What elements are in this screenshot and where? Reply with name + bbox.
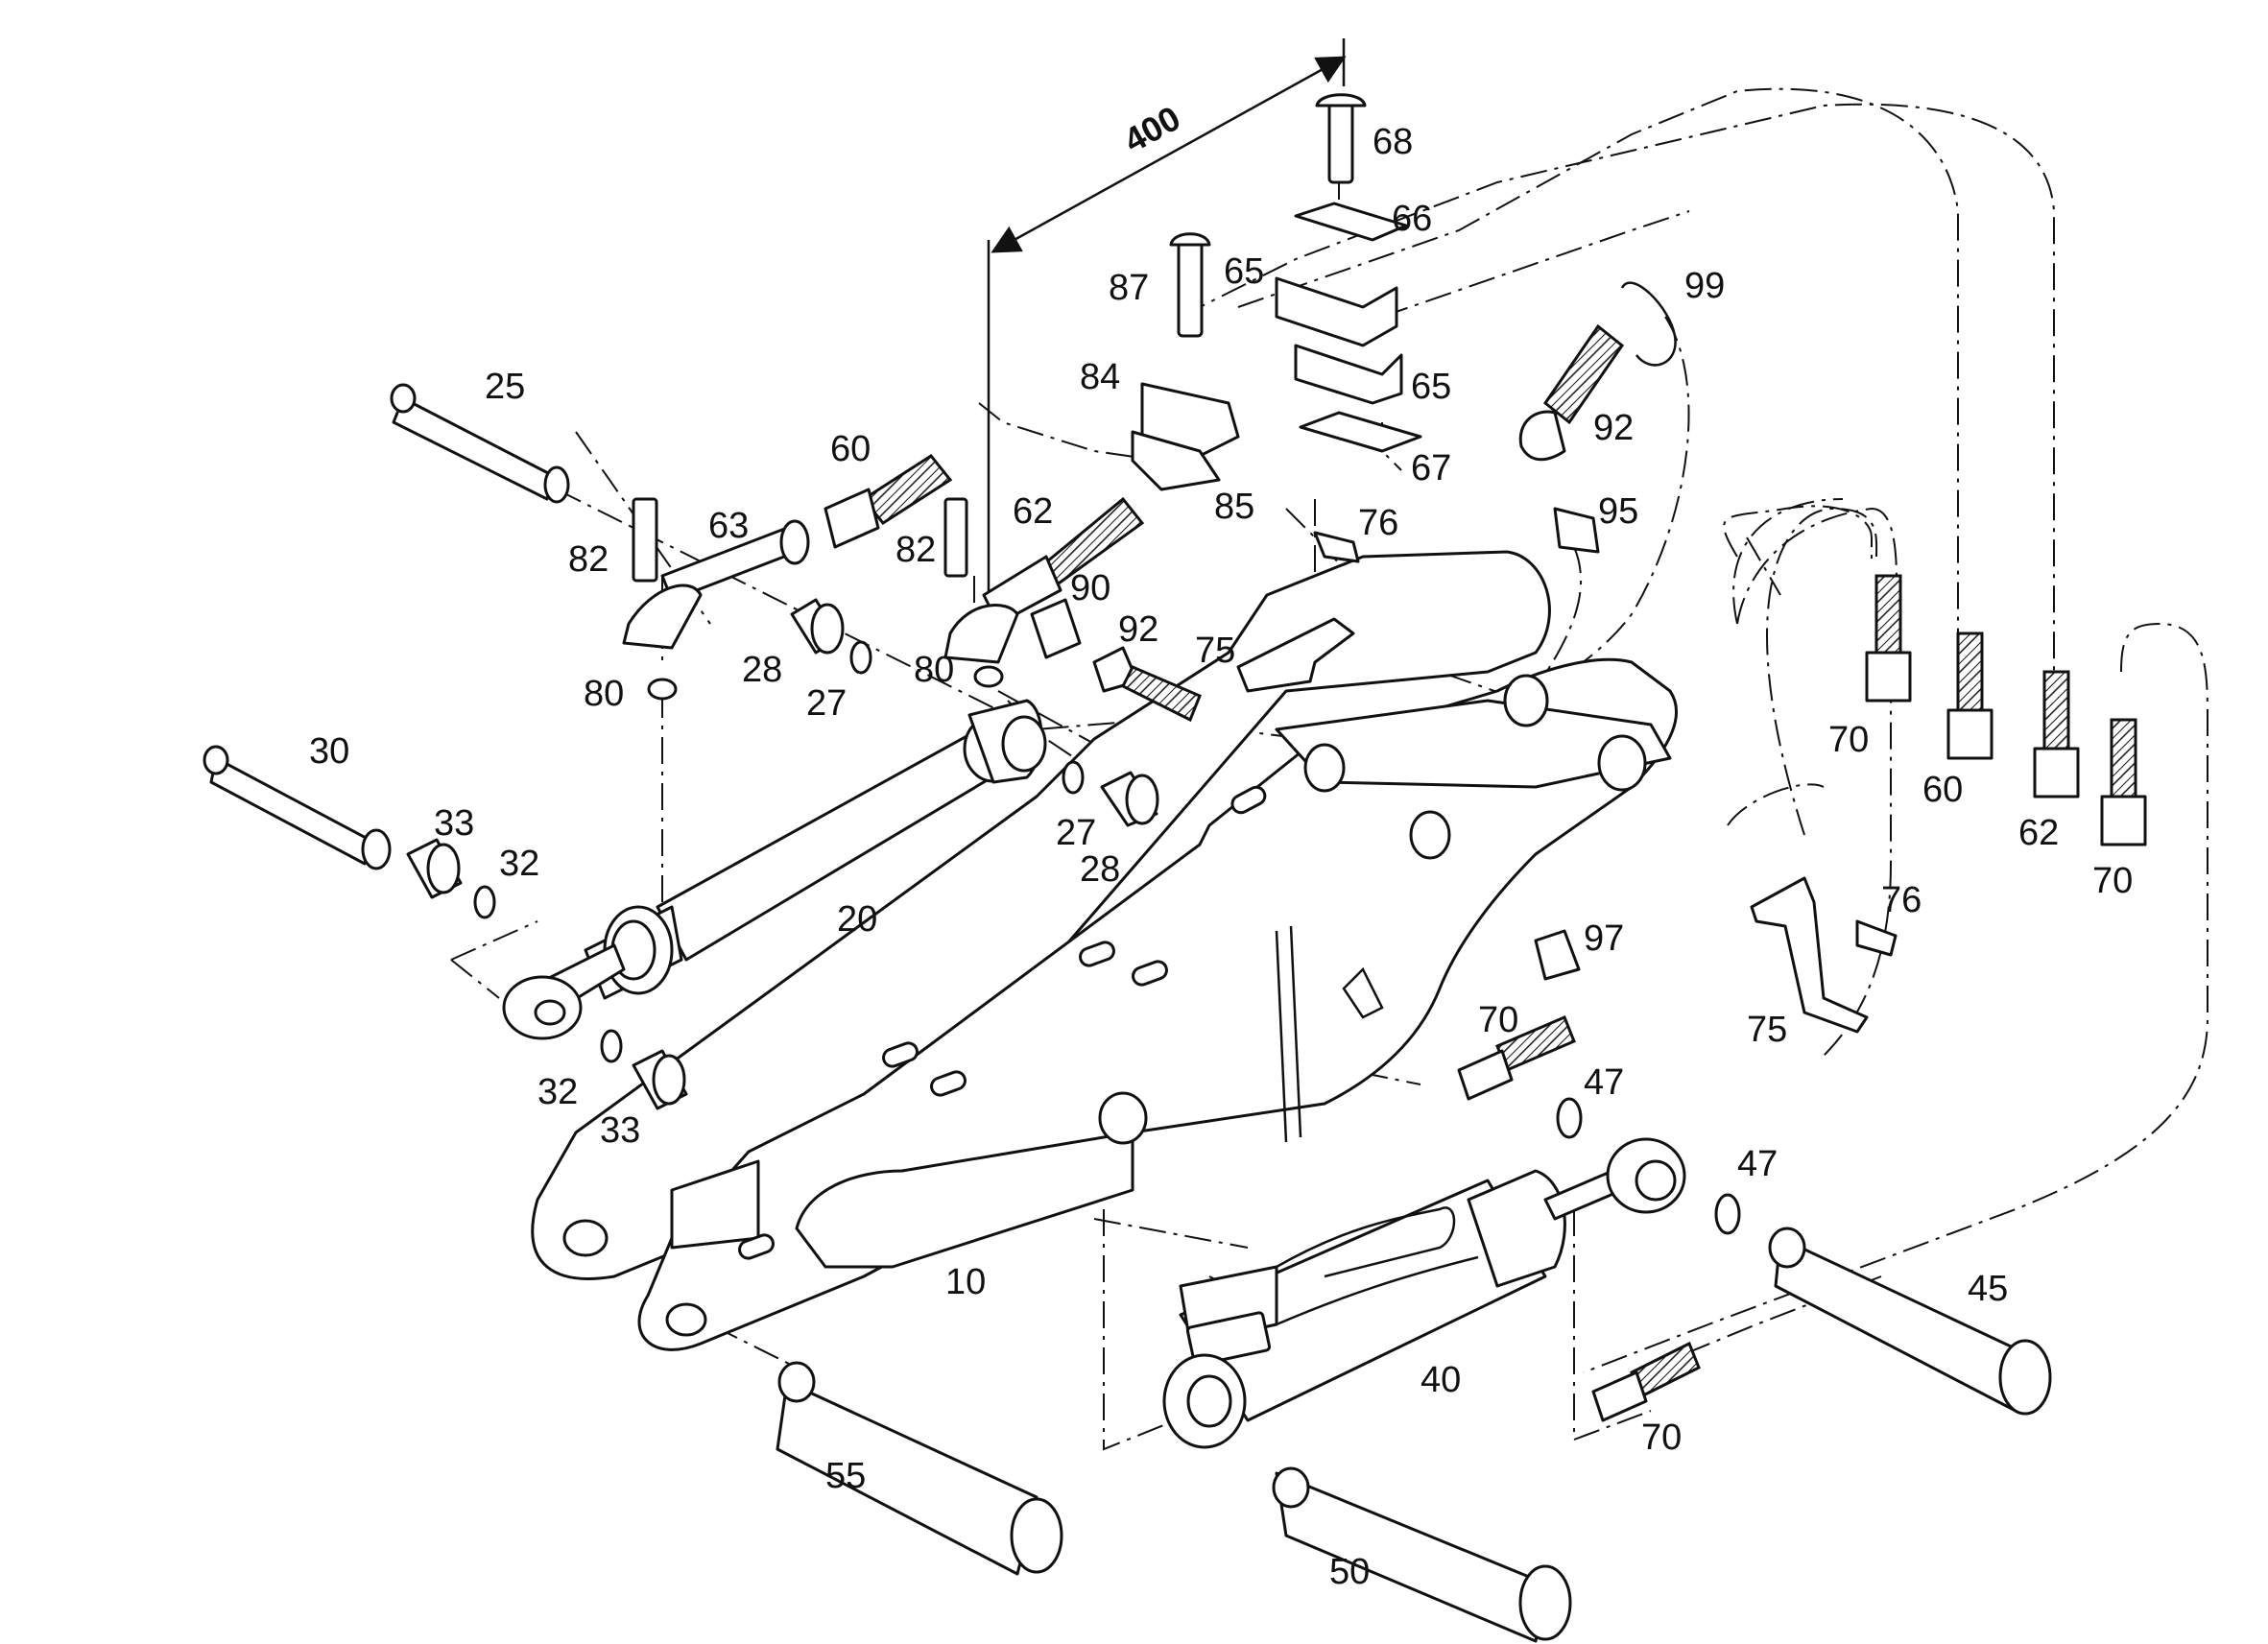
callout-10: 10 (945, 1262, 986, 1302)
callout-62: 62 (2018, 813, 2059, 853)
callout-95: 95 (1598, 491, 1638, 532)
callout-33: 33 (600, 1110, 640, 1151)
callout-27: 27 (1056, 813, 1096, 853)
callout-70: 70 (2092, 861, 2133, 901)
callout-63: 63 (708, 506, 749, 546)
callout-labels: 10 20 25 27 27 28 28 30 32 32 33 33 40 4… (309, 122, 2133, 1592)
brackets (1236, 531, 1898, 1034)
callout-76: 76 (1881, 880, 1922, 920)
callout-90: 90 (1070, 568, 1110, 608)
callout-75: 75 (1195, 631, 1235, 671)
callout-55: 55 (825, 1456, 866, 1496)
callout-80: 80 (584, 674, 624, 714)
callout-32: 32 (537, 1072, 578, 1112)
boom-arm (531, 550, 1678, 1351)
callout-99: 99 (1684, 266, 1725, 306)
callout-50: 50 (1329, 1552, 1370, 1592)
callout-85: 85 (1214, 487, 1254, 527)
callout-70: 70 (1641, 1418, 1682, 1458)
callout-66: 66 (1392, 199, 1432, 239)
callout-75: 75 (1747, 1010, 1787, 1050)
bushings-washers (406, 598, 1741, 1235)
callout-60: 60 (1922, 770, 1963, 810)
callout-47: 47 (1584, 1062, 1624, 1103)
callout-80: 80 (914, 650, 954, 690)
callout-27: 27 (806, 683, 847, 724)
callout-30: 30 (309, 731, 349, 772)
pins (203, 383, 2052, 1643)
callout-47: 47 (1737, 1144, 1778, 1184)
callout-70: 70 (1478, 1000, 1518, 1040)
callout-65: 65 (1224, 251, 1264, 292)
hoses-fittings (622, 281, 2147, 1422)
tilt-cylinder (1162, 1137, 1686, 1449)
callout-65: 65 (1411, 367, 1451, 407)
callout-32: 32 (499, 844, 539, 884)
callout-40: 40 (1420, 1360, 1461, 1400)
callout-28: 28 (742, 650, 782, 690)
callout-45: 45 (1968, 1269, 2008, 1309)
callout-68: 68 (1373, 122, 1413, 162)
callout-28: 28 (1080, 849, 1120, 890)
callout-92: 92 (1593, 408, 1634, 448)
callout-60: 60 (830, 429, 871, 469)
callout-87: 87 (1109, 268, 1149, 308)
clamp-assembly (1131, 93, 1422, 491)
callout-20: 20 (837, 899, 877, 940)
callout-92: 92 (1118, 609, 1158, 650)
callout-84: 84 (1080, 357, 1120, 397)
hydraulic-cylinder (502, 699, 1047, 1040)
callout-70: 70 (1828, 720, 1869, 760)
callout-25: 25 (485, 367, 525, 407)
callout-82: 82 (568, 539, 609, 580)
callout-82: 82 (895, 530, 936, 570)
callout-67: 67 (1411, 448, 1451, 488)
callout-76: 76 (1358, 503, 1398, 543)
callout-33: 33 (434, 803, 474, 844)
callout-97: 97 (1584, 918, 1624, 959)
callout-62: 62 (1013, 491, 1053, 532)
